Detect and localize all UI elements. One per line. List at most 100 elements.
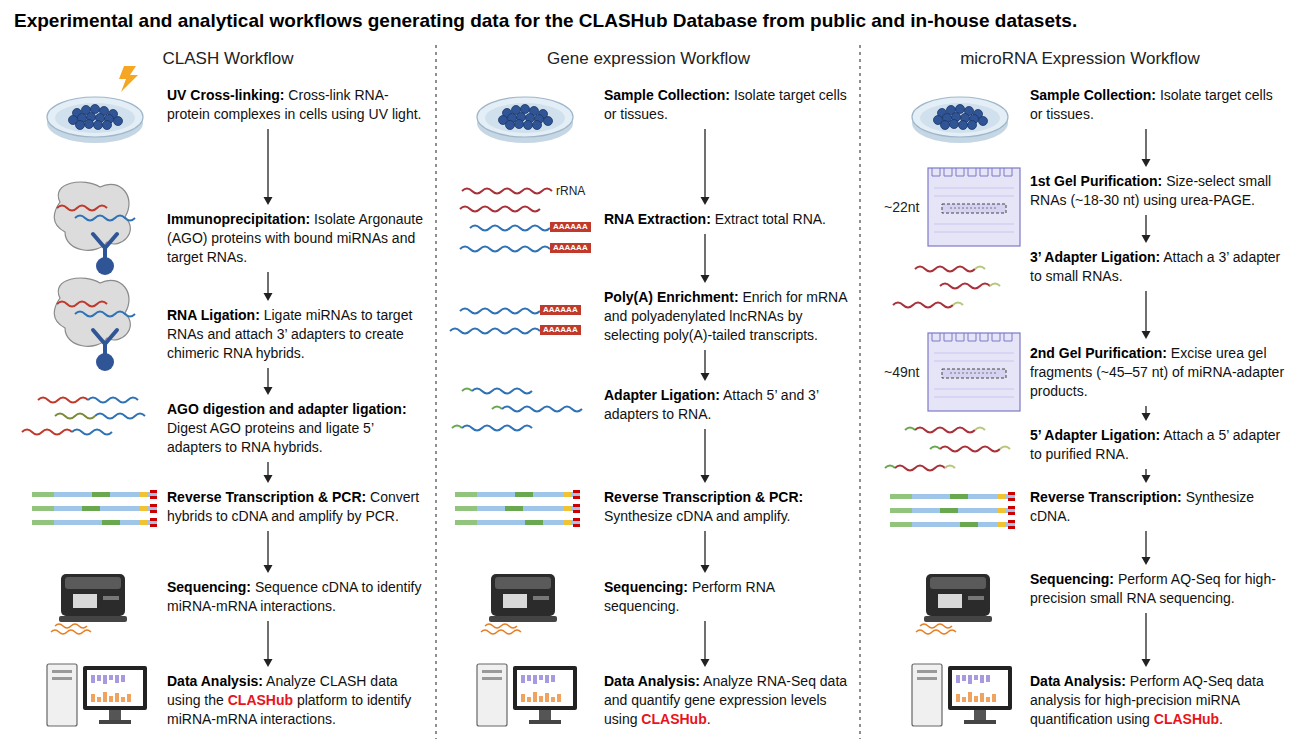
arrow-line: [1145, 531, 1146, 558]
arrow-head: [264, 565, 273, 573]
diagram-title: Experimental and analytical workflows ge…: [14, 9, 1284, 33]
step-title: RNA Ligation:: [167, 307, 260, 323]
column-heading: microRNA Expression Workflow: [872, 48, 1288, 70]
adapter-rna-icon: [885, 428, 1010, 471]
flow-arrow: [701, 531, 710, 573]
ago-complex-icon: [54, 182, 135, 275]
cdna-icon: [890, 492, 1015, 529]
polya-tag: AAAAAA: [550, 222, 591, 232]
arrow-head: [1142, 235, 1151, 243]
computer-icon: [47, 664, 147, 726]
step-title: Poly(A) Enrichment:: [604, 289, 739, 305]
small-rna-icon: [893, 267, 1000, 308]
arrow-line: [1145, 406, 1146, 414]
petri-dish-icon: [47, 97, 143, 143]
flow-arrow: [1142, 406, 1151, 421]
arrow-line: [267, 129, 268, 198]
arrow-line: [704, 621, 705, 660]
arrow-head: [1142, 413, 1151, 421]
cdna-icon: [455, 490, 580, 527]
workflow-step: Data Analysis: Perform AQ-Seq data analy…: [1030, 672, 1286, 729]
flow-arrow: [264, 368, 273, 395]
column-heading: Gene expression Workflow: [437, 48, 860, 70]
flow-arrow: [1142, 531, 1151, 565]
arrow-line: [267, 272, 268, 294]
workflow-step: Reverse Transcription & PCR: Convert hyb…: [167, 488, 429, 526]
workflow-step: Reverse Transcription: Synthesize cDNA.: [1030, 488, 1286, 526]
petri-dish-icon: [477, 97, 573, 143]
arrow-head: [701, 197, 710, 205]
polya-tag: AAAAAA: [550, 243, 591, 253]
arrow-head: [264, 293, 273, 301]
arrow-line: [1145, 215, 1146, 236]
flow-arrow: [1142, 215, 1151, 243]
arrow-head: [264, 197, 273, 205]
workflow-step: Sequencing: Perform RNA sequencing.: [604, 578, 850, 616]
arrow-line: [267, 621, 268, 660]
arrow-head: [1142, 159, 1151, 167]
ago-complex-icon: [54, 278, 135, 371]
flow-arrow: [1142, 291, 1151, 339]
step-title: RNA Extraction:: [604, 211, 711, 227]
rna-label: rRNA: [556, 184, 585, 198]
workflow-step: Data Analysis: Analyze RNA-Seq data and …: [604, 672, 850, 729]
column-divider: [859, 45, 860, 739]
step-title: Data Analysis:: [167, 673, 263, 689]
computer-icon: [912, 664, 1012, 726]
arrow-line: [1145, 613, 1146, 660]
workflow-step: Reverse Transcription & PCR: Synthesize …: [604, 488, 850, 526]
flow-arrow: [701, 429, 710, 483]
flow-arrow: [264, 462, 273, 483]
workflow-step: Sequencing: Sequence cDNA to identify mi…: [167, 578, 429, 616]
step-title: Adapter Ligation:: [604, 387, 720, 403]
flow-arrow: [1142, 129, 1151, 167]
step-title: 5’ Adapter Ligation:: [1030, 427, 1160, 443]
flow-arrow: [701, 234, 710, 283]
step-title: Sample Collection:: [604, 87, 730, 103]
step-description: .: [707, 711, 711, 727]
sequencer-icon: [51, 574, 127, 634]
polya-rna-icon: [450, 309, 540, 334]
sequencer-icon: [916, 574, 992, 634]
flow-arrow: [1142, 613, 1151, 667]
workflow-step: RNA Extraction: Extract total RNA.: [604, 210, 850, 229]
step-title: Data Analysis:: [1030, 673, 1126, 689]
flow-arrow: [264, 129, 273, 205]
step-description: Digest AGO proteins and ligate 5’ adapte…: [167, 420, 374, 455]
uv-bolt-icon: [119, 66, 138, 92]
column-heading: CLASH Workflow: [20, 48, 436, 70]
workflow-step: 2nd Gel Purification: Excise urea gel fr…: [1030, 344, 1286, 401]
petri-dish-icon: [912, 97, 1008, 143]
step-title: Reverse Transcription & PCR:: [167, 489, 366, 505]
flow-arrow: [264, 531, 273, 573]
rna-extraction-icon: [460, 189, 552, 252]
sequencer-icon: [481, 574, 557, 634]
arrow-head: [701, 475, 710, 483]
step-title: Sequencing:: [604, 579, 688, 595]
arrow-line: [267, 462, 268, 476]
arrow-line: [267, 368, 268, 388]
arrow-head: [1142, 557, 1151, 565]
rna-hybrid-icon: [22, 398, 145, 435]
computer-icon: [477, 664, 577, 726]
step-title: Sample Collection:: [1030, 87, 1156, 103]
workflow-step: Poly(A) Enrichment: Enrich for mRNA and …: [604, 288, 850, 345]
workflow-step: Data Analysis: Analyze CLASH data using …: [167, 672, 429, 729]
arrow-head: [1142, 659, 1151, 667]
column-divider: [435, 45, 436, 739]
arrow-head: [701, 373, 710, 381]
workflow-step: Sequencing: Perform AQ-Seq for high-prec…: [1030, 570, 1286, 608]
arrow-head: [701, 659, 710, 667]
step-title: Reverse Transcription:: [1030, 489, 1182, 505]
platform-name: CLASHub: [1154, 711, 1219, 727]
polya-tag: AAAAAA: [540, 325, 581, 335]
arrow-head: [1142, 331, 1151, 339]
step-title: 1st Gel Purification:: [1030, 173, 1162, 189]
workflow-step: Immunoprecipitation: Isolate Argonaute (…: [167, 210, 429, 267]
platform-name: CLASHub: [228, 692, 293, 708]
flow-arrow: [701, 621, 710, 667]
arrow-head: [701, 275, 710, 283]
arrow-line: [704, 531, 705, 566]
arrow-line: [704, 350, 705, 374]
